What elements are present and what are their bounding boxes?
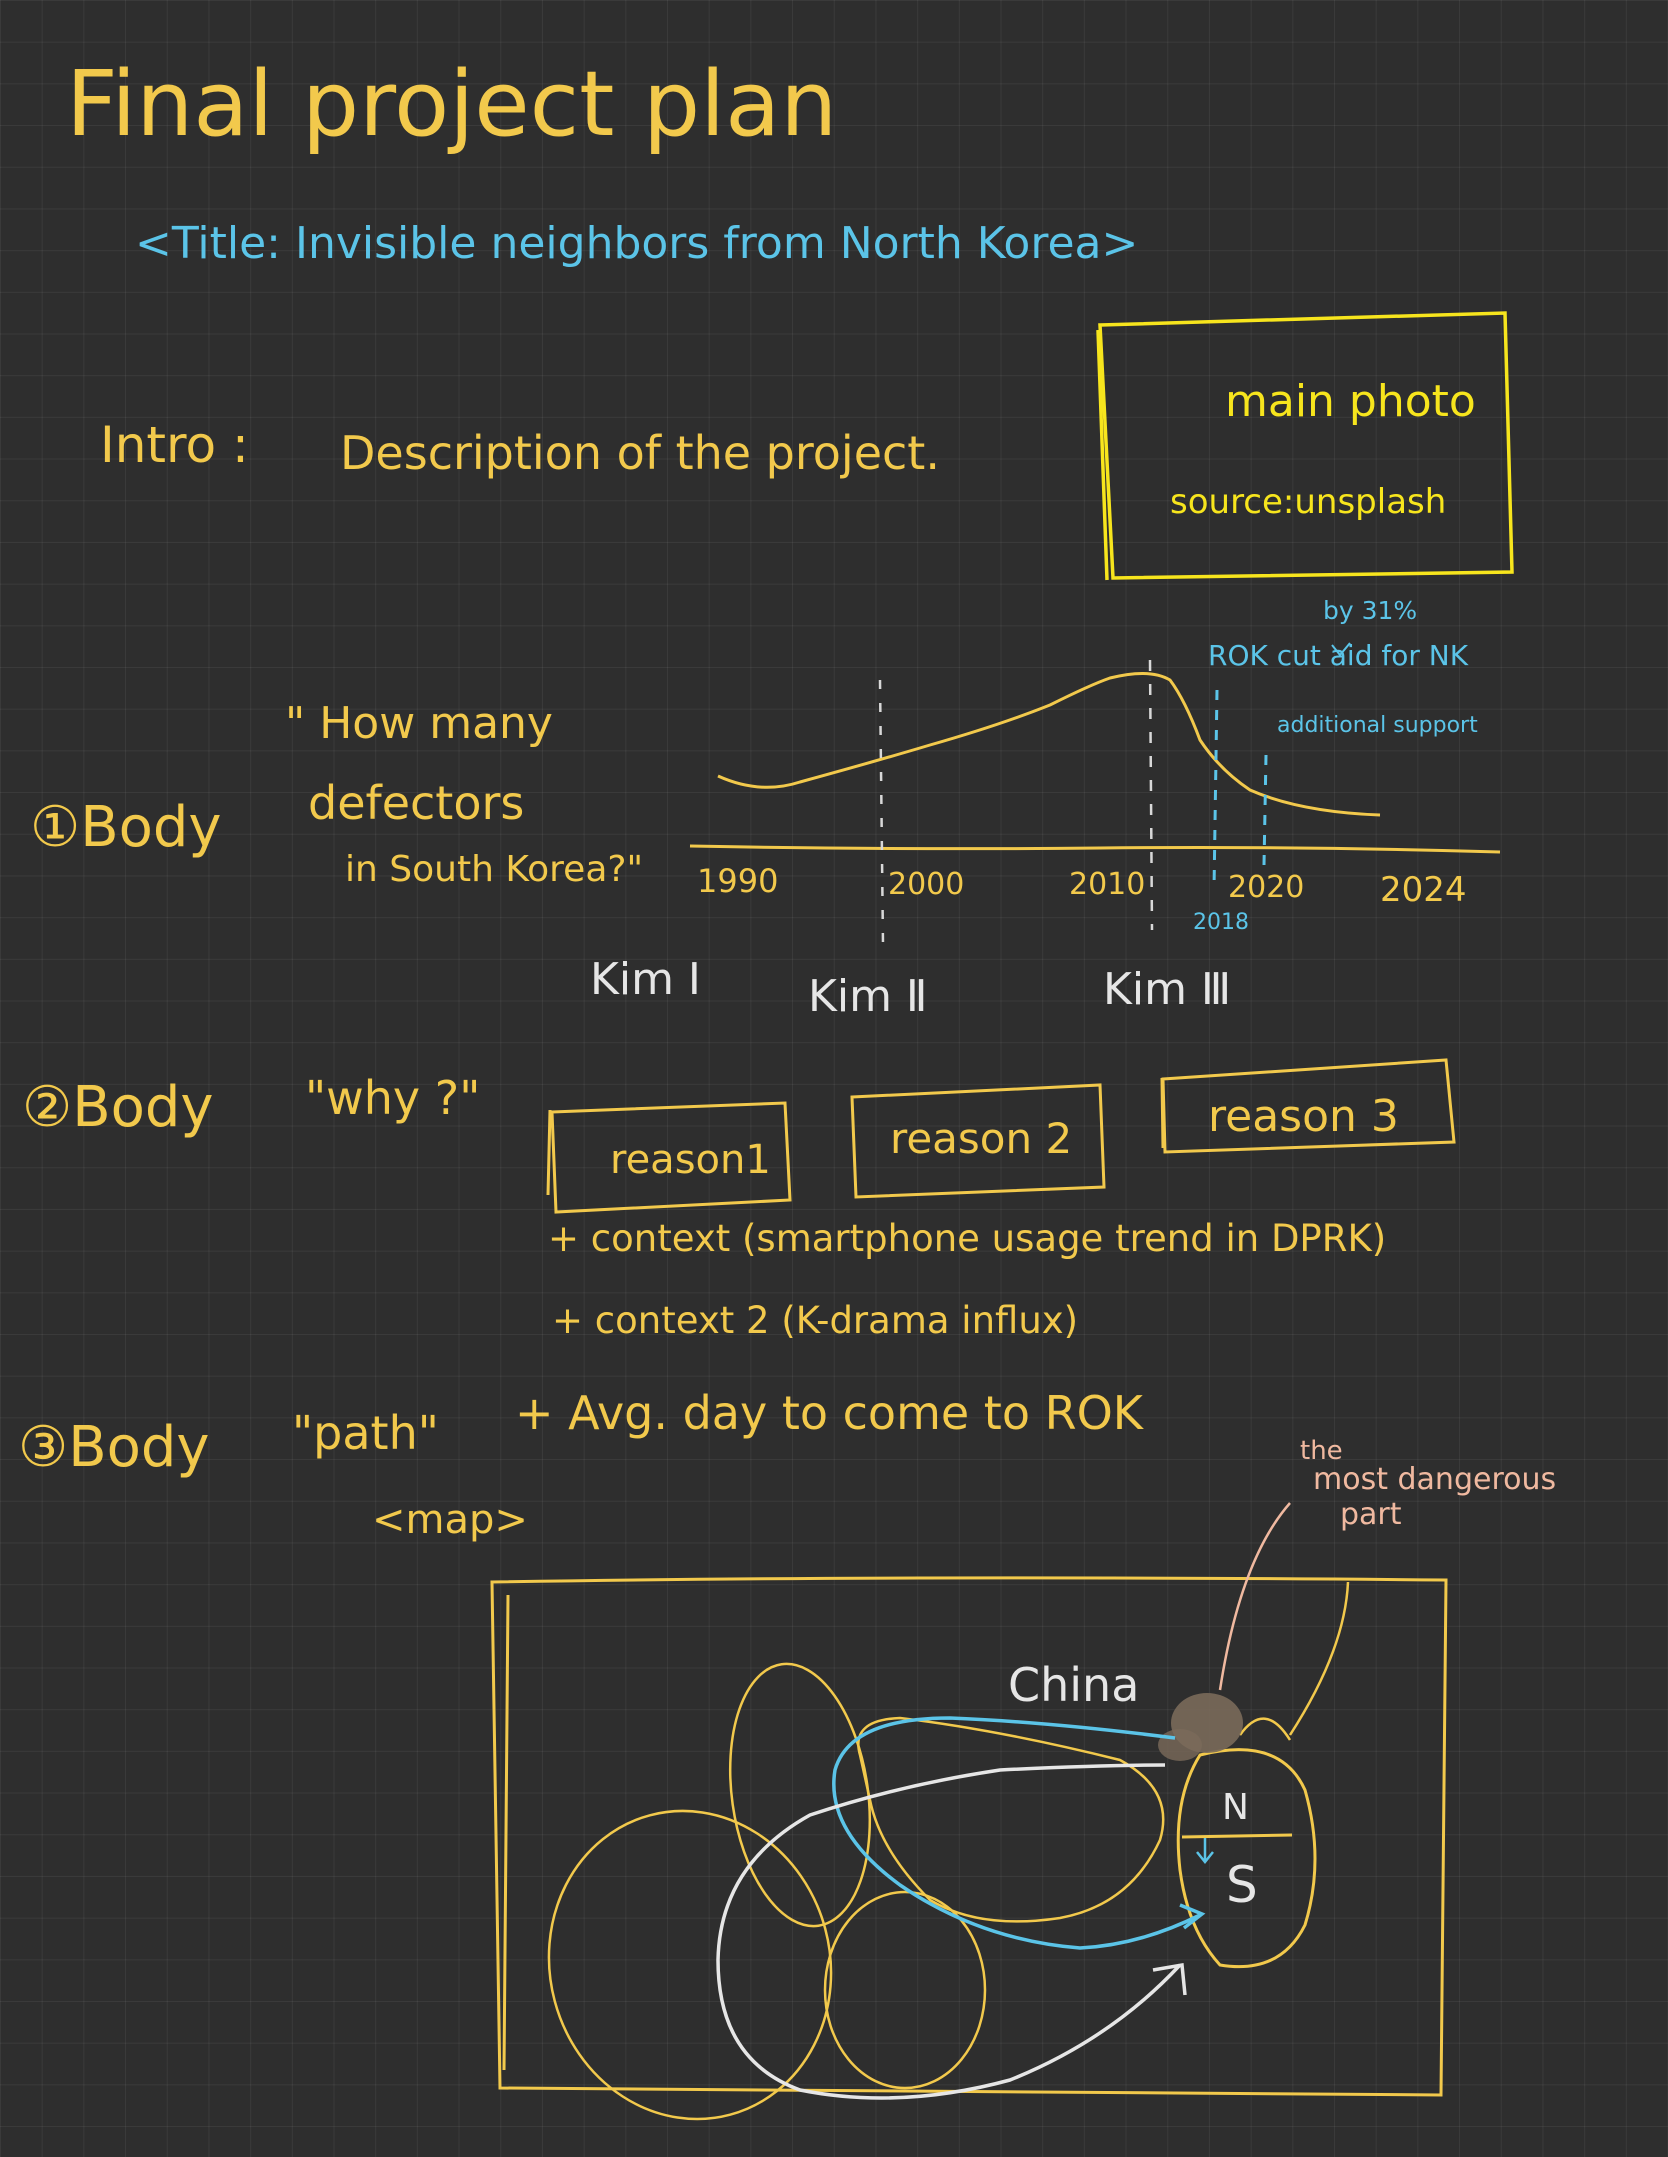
reason-3-label: reason 3: [1208, 1091, 1399, 1142]
korea-region: [1176, 1748, 1317, 1969]
photo-source: source:unsplash: [1170, 482, 1447, 522]
tick-2010: 2010: [1069, 867, 1146, 902]
path-white-arrowhead: [1152, 1962, 1187, 1996]
body-3-question: "path": [292, 1406, 439, 1460]
danger-label-line-3: part: [1340, 1497, 1402, 1532]
body-2-question: "why ?": [305, 1071, 481, 1125]
china-label: China: [1008, 1658, 1140, 1712]
chart-baseline: [689, 844, 1501, 854]
leader-kim-1: Kim Ⅰ: [590, 954, 701, 1005]
reason-3-box[interactable]: [1160, 1058, 1456, 1154]
ns-border: [1181, 1833, 1293, 1839]
south-korea-label: S: [1226, 1856, 1258, 1914]
frame-connector-1: [1288, 1581, 1350, 1736]
region-ellipse-a: [547, 1809, 833, 2121]
danger-label-line-1: the: [1300, 1436, 1343, 1466]
divider-2011: [1148, 659, 1154, 931]
danger-label-line-2: most dangerous: [1313, 1462, 1557, 1497]
map-label: <map>: [372, 1497, 528, 1543]
intro-label: Intro :: [100, 416, 249, 474]
north-to-south-arrow: [1196, 1838, 1214, 1865]
reason-2-label: reason 2: [890, 1114, 1073, 1163]
north-korea-label: N: [1222, 1787, 1249, 1828]
leader-kim-2: Kim Ⅱ: [808, 971, 928, 1022]
annotation-additional-support: additional support: [1277, 713, 1478, 738]
project-title: <Title: Invisible neighbors from North K…: [135, 218, 1139, 269]
tick-2024: 2024: [1380, 870, 1467, 910]
divider-2000: [878, 679, 885, 946]
china-region: [857, 1716, 1165, 1923]
body-1-question-line-2: defectors: [308, 776, 525, 830]
map-frame: [490, 1576, 1448, 2097]
danger-pointer: [1218, 1502, 1291, 1691]
frame-connector-2: [1238, 1717, 1292, 1741]
reason-2-box[interactable]: [850, 1083, 1106, 1199]
tick-2020: 2020: [1228, 870, 1305, 905]
tick-1990: 1990: [697, 862, 779, 900]
main-photo-box[interactable]: [1096, 311, 1514, 581]
page-heading: Final project plan: [66, 52, 838, 157]
path-blue: [832, 1716, 1201, 1950]
leader-kim-3: Kim Ⅲ: [1103, 964, 1232, 1015]
region-ellipse-c: [823, 1890, 987, 2090]
main-photo-label: main photo: [1225, 376, 1476, 427]
body-1-label: ①Body: [30, 795, 222, 860]
path-blue-arrowhead: [1179, 1903, 1206, 1930]
body-2-label: ②Body: [22, 1075, 214, 1140]
tick-2018: 2018: [1193, 910, 1249, 935]
tick-2000: 2000: [888, 867, 965, 902]
reason-1-label: reason1: [610, 1137, 771, 1183]
context-1: + context (smartphone usage trend in DPR…: [548, 1217, 1387, 1260]
annotation-percent: by 31%: [1323, 596, 1418, 625]
defector-trend-line: [717, 672, 1381, 817]
caret-mark: [1331, 642, 1351, 657]
body-3-note: + Avg. day to come to ROK: [515, 1386, 1143, 1440]
body-1-question-line-3: in South Korea?": [345, 849, 644, 890]
danger-zone-mark-2: [1158, 1729, 1202, 1761]
context-2: + context 2 (K-drama influx): [552, 1299, 1079, 1342]
body-3-label: ③Body: [18, 1415, 210, 1480]
annotation-aid-cut: ROK cut aid for NK: [1208, 639, 1469, 672]
path-white: [716, 1763, 1182, 2100]
reason-1-box[interactable]: [546, 1101, 792, 1214]
intro-description: Description of the project.: [340, 426, 940, 480]
region-ellipse-b: [728, 1662, 872, 1928]
divider-2018: [1212, 689, 1219, 891]
body-1-question-line-1: " How many: [285, 698, 553, 749]
